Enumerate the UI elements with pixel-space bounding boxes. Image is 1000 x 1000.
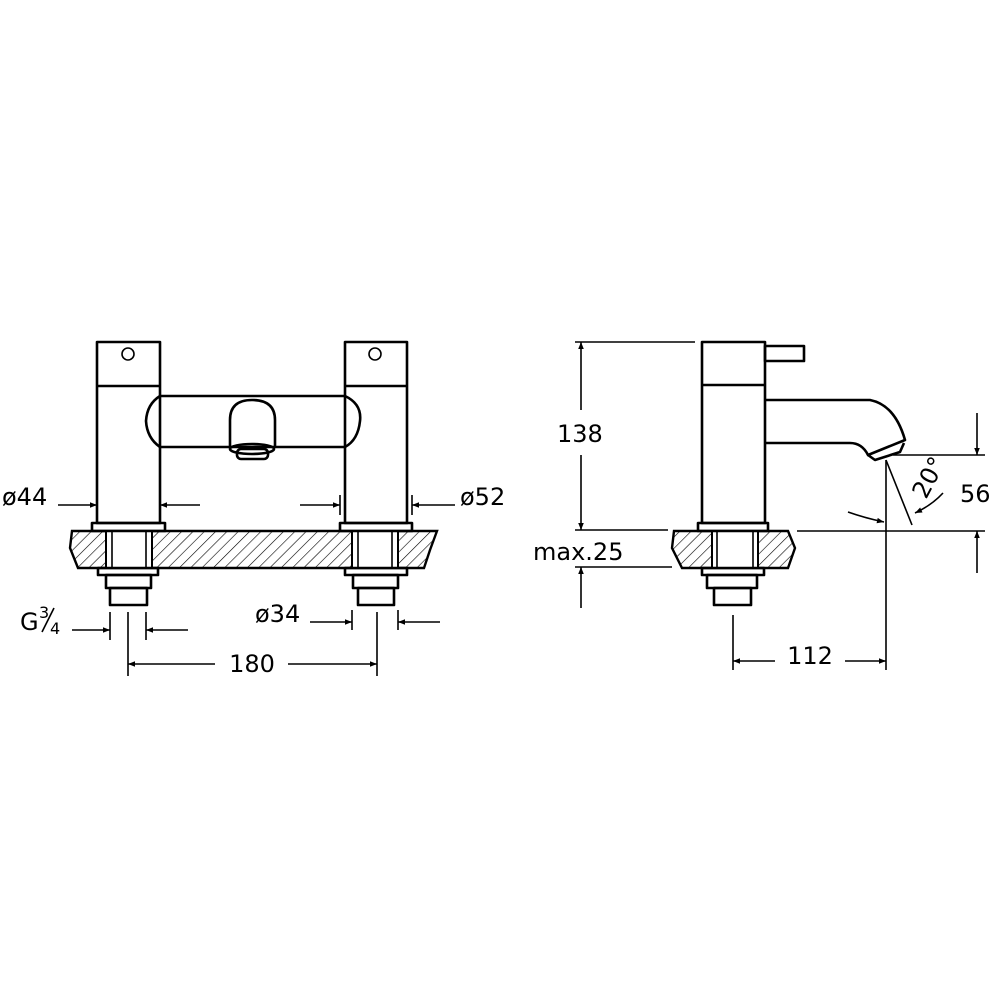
dimension-height: 138: [557, 341, 695, 531]
left-pillar: [90, 340, 167, 607]
dimension-max-thickness: max.25: [533, 538, 672, 608]
handle-indicator-icon: [121, 347, 135, 361]
thread-numerator: 3: [39, 603, 49, 622]
handle-indicator-icon: [368, 347, 382, 361]
projection-label: 112: [787, 642, 833, 670]
side-view: 138 max.25 56 20° 112: [533, 340, 991, 670]
spout: [228, 398, 277, 447]
dimension-dia-body: ø44: [2, 483, 200, 511]
dimension-angle: 20°: [847, 452, 952, 526]
dimension-dia-shank: ø34: [255, 600, 440, 630]
dia-shank-label: ø34: [255, 600, 300, 628]
angle-label: 20°: [907, 452, 952, 503]
dimension-dia-base: ø52: [300, 483, 505, 515]
dimension-thread: G 3 4: [20, 603, 188, 640]
front-view: ø44 ø52 G 3 4 ø34: [2, 340, 505, 678]
lever-handle: [763, 344, 806, 363]
spout-side: [765, 398, 907, 457]
height-label: 138: [557, 420, 603, 448]
right-pillar: [338, 340, 414, 607]
dimension-centers: 180: [127, 612, 378, 678]
dia-base-label: ø52: [460, 483, 505, 511]
dia-body-label: ø44: [2, 483, 47, 511]
bridge: [144, 394, 362, 449]
thread-base-label: G: [20, 608, 39, 636]
spout-height-label: 56: [960, 480, 991, 508]
thread-denominator: 4: [50, 619, 60, 638]
dimension-spout-height: 56: [797, 413, 991, 573]
counter-slab: [68, 529, 439, 570]
centers-label: 180: [229, 650, 275, 678]
max-thickness-label: max.25: [533, 538, 623, 566]
dimension-projection: 112: [732, 460, 887, 670]
